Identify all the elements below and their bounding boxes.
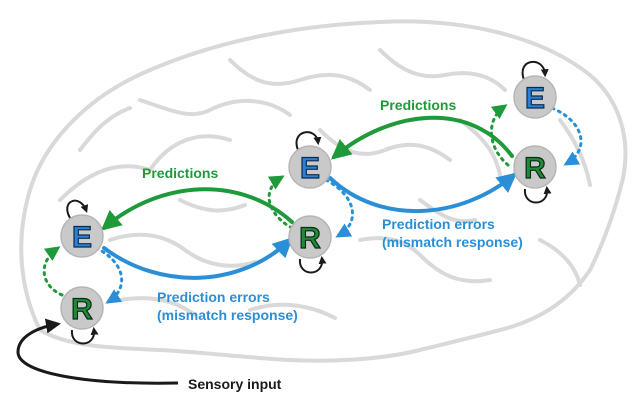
predictions-label-top: Predictions (380, 97, 456, 113)
error-arrows (102, 172, 518, 280)
node-e-low: E (60, 199, 104, 258)
brain-outline (19, 19, 628, 363)
sensory-input-label: Sensory input (188, 376, 282, 392)
node-e-high: E (513, 60, 557, 119)
e-low-letter: E (72, 221, 92, 254)
r-mid-letter: R (299, 222, 321, 255)
prediction-errors-label-mid-2: (mismatch response) (382, 234, 523, 250)
prediction-errors-label-mid-1: Prediction errors (382, 216, 495, 232)
r-high-letter: R (524, 152, 546, 185)
r-low-letter: R (71, 293, 93, 326)
prediction-arrows (100, 115, 514, 231)
node-e-mid: E (288, 131, 332, 189)
node-r-low: R (60, 286, 104, 345)
node-r-mid: R (288, 215, 332, 274)
prediction-errors-label-low-1: Prediction errors (157, 289, 270, 305)
dotted-blue-links (94, 106, 583, 304)
dotted-green-links (42, 104, 510, 297)
e-high-letter: E (525, 82, 545, 115)
e-mid-letter: E (300, 152, 320, 185)
prediction-errors-label-low-2: (mismatch response) (157, 307, 298, 323)
predictions-label-mid: Predictions (142, 165, 218, 181)
sensory-input-arrow (16, 318, 179, 385)
node-r-high: R (513, 145, 557, 204)
